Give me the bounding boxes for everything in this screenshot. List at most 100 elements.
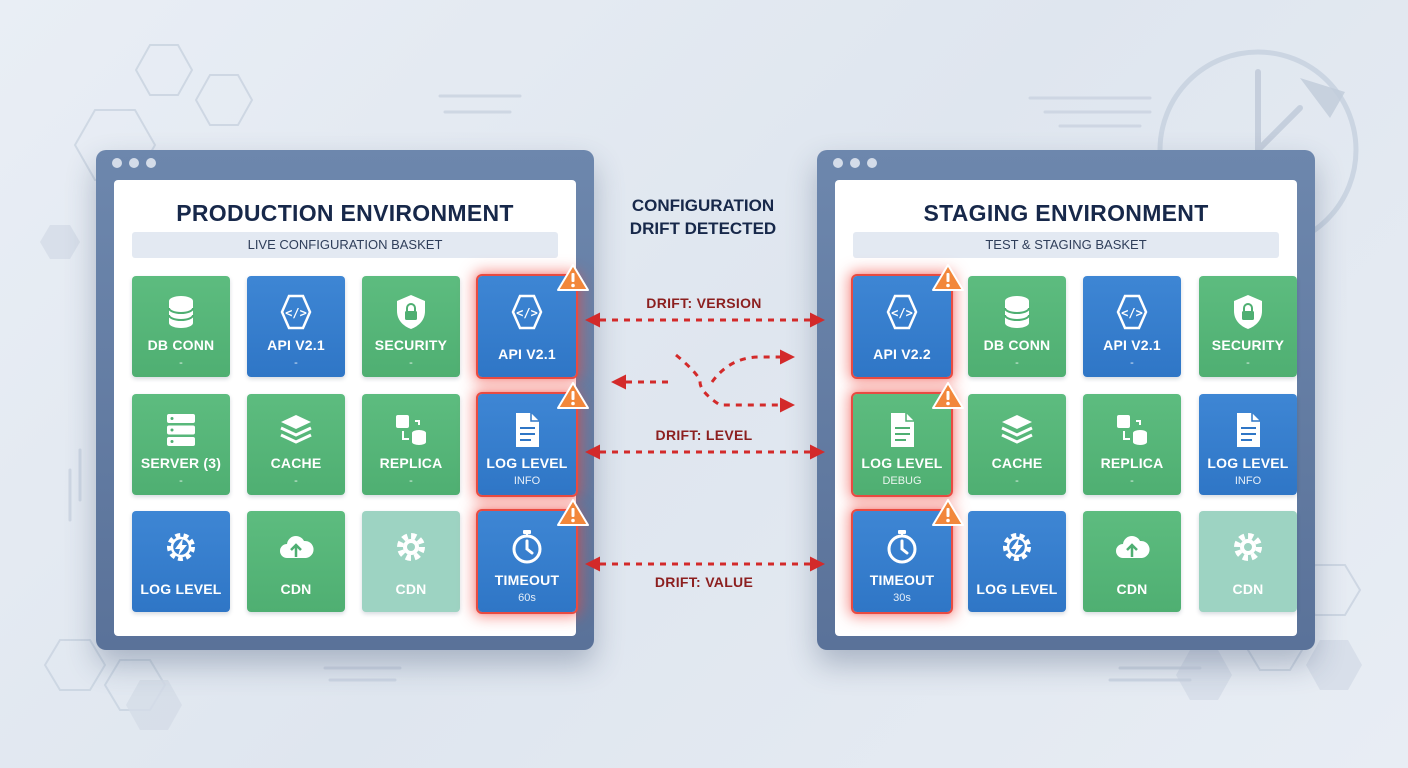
config-tile[interactable]: </> API V2.1 -: [1083, 276, 1181, 377]
config-tile-value: -: [1130, 357, 1134, 369]
config-tile[interactable]: LOG LEVEL: [968, 511, 1066, 612]
config-tile[interactable]: CACHE -: [968, 394, 1066, 495]
config-tile-value: -: [294, 357, 298, 369]
config-tile[interactable]: </> API V2.1: [476, 264, 589, 379]
warning-icon: [556, 263, 590, 293]
warning-icon: [931, 498, 965, 528]
config-tile-value: INFO: [1234, 475, 1262, 487]
layers-icon: [276, 410, 316, 450]
drift-heading-line: CONFIGURATION: [631, 196, 775, 215]
config-tile[interactable]: CDN: [247, 511, 345, 612]
config-tile-value: -: [179, 357, 183, 369]
svg-text:</>: </>: [516, 306, 538, 320]
config-tile[interactable]: CDN: [1083, 511, 1181, 612]
production-title: PRODUCTION ENVIRONMENT: [176, 200, 514, 226]
config-tile-label: API V2.1: [498, 346, 556, 362]
code-icon: </>: [507, 292, 547, 332]
config-tile-label: CACHE: [270, 455, 322, 471]
staging-window: STAGING ENVIRONMENT TEST & STAGING BASKE…: [817, 150, 1315, 650]
document-icon: [507, 410, 547, 450]
cloud-upload-icon: [276, 527, 316, 567]
config-tile-value: -: [1130, 475, 1134, 487]
config-tile-label: CDN: [395, 581, 427, 597]
config-tile[interactable]: SECURITY -: [1199, 276, 1297, 377]
config-tile-label: CDN: [1116, 581, 1148, 597]
config-tile-label: DB CONN: [147, 337, 215, 353]
document-icon: [882, 410, 922, 450]
config-tile-value: DEBUG: [882, 475, 922, 487]
production-panel: PRODUCTION ENVIRONMENT LIVE CONFIGURATIO…: [114, 180, 589, 636]
config-tile-label: LOG LEVEL: [976, 581, 1058, 597]
config-tile[interactable]: DB CONN -: [968, 276, 1066, 377]
config-tile-label: REPLICA: [379, 455, 443, 471]
window-dot[interactable]: [112, 158, 122, 168]
config-tile-value: -: [1246, 357, 1250, 369]
config-tile[interactable]: LOG LEVEL INFO: [476, 382, 589, 497]
stopwatch-icon: [882, 527, 922, 567]
drift-label-level: DRIFT: LEVEL: [655, 427, 753, 443]
window-dot[interactable]: [129, 158, 139, 168]
bolt-gear-icon: [997, 527, 1037, 567]
config-tile[interactable]: CDN: [362, 511, 460, 612]
config-tile-label: SECURITY: [1211, 337, 1285, 353]
config-tile[interactable]: REPLICA -: [362, 394, 460, 495]
code-icon: </>: [1112, 292, 1152, 332]
svg-text:</>: </>: [285, 306, 307, 320]
replica-icon: [391, 410, 431, 450]
config-tile-value: 30s: [893, 592, 911, 604]
config-tile-label: REPLICA: [1100, 455, 1164, 471]
config-tile-label: CDN: [1232, 581, 1264, 597]
server-icon: [161, 410, 201, 450]
staging-config-grid: </> API V2.2 DB CONN - </> API V2.1 - SECURITY -…: [851, 264, 1297, 614]
config-tile-label: DB CONN: [983, 337, 1051, 353]
window-dot[interactable]: [146, 158, 156, 168]
staging-subtitle: TEST & STAGING BASKET: [853, 232, 1279, 258]
config-tile-label: API V2.2: [873, 346, 931, 362]
config-tile-label: CACHE: [991, 455, 1043, 471]
gear-icon: [1228, 527, 1268, 567]
drift-label-version: DRIFT: VERSION: [646, 295, 762, 311]
config-tile[interactable]: CACHE -: [247, 394, 345, 495]
warning-icon: [931, 381, 965, 411]
config-tile-label: LOG LEVEL: [486, 455, 568, 471]
layers-icon: [997, 410, 1037, 450]
code-icon: </>: [882, 292, 922, 332]
config-tile-value: -: [1015, 475, 1019, 487]
production-window: PRODUCTION ENVIRONMENT LIVE CONFIGURATIO…: [96, 150, 594, 650]
config-tile[interactable]: SERVER (3)-: [132, 394, 230, 495]
database-icon: [997, 292, 1037, 332]
config-tile-label: TIMEOUT: [494, 572, 560, 588]
production-subtitle: LIVE CONFIGURATION BASKET: [132, 232, 558, 258]
database-icon: [161, 292, 201, 332]
config-tile-value: -: [1015, 357, 1019, 369]
stopwatch-icon: [507, 527, 547, 567]
window-dot[interactable]: [850, 158, 860, 168]
config-tile-label: API V2.1: [1103, 337, 1161, 353]
cloud-upload-icon: [1112, 527, 1152, 567]
config-tile-label: SECURITY: [374, 337, 448, 353]
code-icon: </>: [276, 292, 316, 332]
config-tile[interactable]: LOG LEVEL: [132, 511, 230, 612]
config-tile-value: -: [409, 475, 413, 487]
config-tile[interactable]: </>API V2.1-: [247, 276, 345, 377]
config-tile[interactable]: </> API V2.2: [851, 264, 964, 379]
config-tile[interactable]: CDN: [1199, 511, 1297, 612]
staging-title: STAGING ENVIRONMENT: [923, 200, 1209, 226]
config-tile[interactable]: REPLICA -: [1083, 394, 1181, 495]
staging-panel: STAGING ENVIRONMENT TEST & STAGING BASKE…: [835, 180, 1297, 636]
warning-icon: [556, 498, 590, 528]
config-tile[interactable]: SECURITY -: [362, 276, 460, 377]
window-dot[interactable]: [867, 158, 877, 168]
config-tile-value: -: [409, 357, 413, 369]
shield-icon: [391, 292, 431, 332]
config-tile-value: -: [294, 475, 298, 487]
window-controls: [833, 158, 877, 168]
svg-text:</>: </>: [1121, 306, 1143, 320]
config-tile-value: INFO: [513, 475, 541, 487]
config-tile[interactable]: DB CONN -: [132, 276, 230, 377]
window-dot[interactable]: [833, 158, 843, 168]
